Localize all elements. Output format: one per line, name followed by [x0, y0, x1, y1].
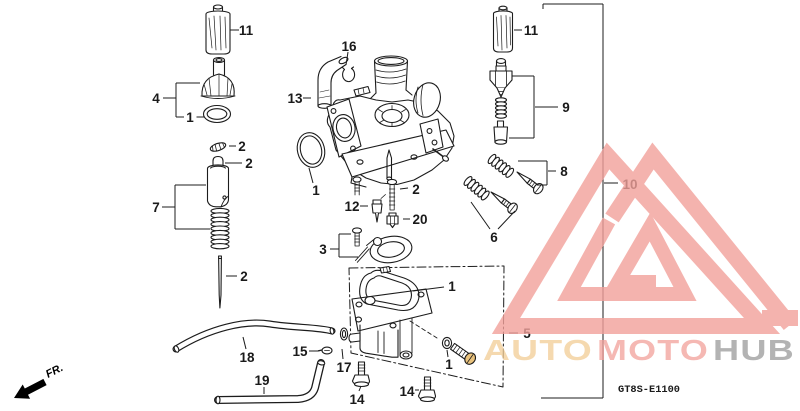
part-label-7: 7 [152, 200, 160, 215]
part-16-clip-drawing [341, 66, 356, 83]
part-3-pin-drawing [355, 246, 370, 263]
watermark: AUTO MOTO HUB [483, 142, 798, 367]
part-label-6: 6 [490, 230, 498, 245]
float-chamber-dashed-box [348, 265, 505, 388]
part-label-9: 9 [562, 100, 570, 115]
part-1-drain-washer-drawing [441, 336, 453, 350]
part-label-17: 17 [336, 360, 351, 375]
part-14-bolt-left-drawing [351, 361, 371, 388]
part-label-15: 15 [292, 344, 308, 359]
part-3-screw-drawing [351, 227, 363, 247]
fr-arrow-icon [14, 378, 47, 399]
brand-segment-moto: MOTO [597, 335, 709, 367]
diagram-code: GT8S-E1100 [618, 384, 680, 396]
part-label-11-right: 11 [524, 23, 539, 38]
part-label-18: 18 [239, 350, 255, 365]
part-2-screw-drawing [386, 178, 398, 211]
part-8-screw-drawing [516, 171, 544, 195]
part-label-11-left: 11 [239, 23, 254, 38]
part-label-14-right: 14 [399, 384, 415, 399]
part-label-2-seat: 2 [245, 156, 253, 171]
part-11-right-drawing [492, 5, 514, 53]
part-11-left-drawing [205, 4, 231, 55]
part-15-clamp-drawing [317, 346, 333, 355]
part-label-1-oring: 1 [312, 183, 320, 198]
part-1-left-oring-drawing [202, 104, 232, 124]
part-7-slide-drawing [206, 164, 230, 208]
watermark-brand-text: AUTO MOTO HUB [483, 335, 795, 367]
part-label-2-clip: 2 [238, 139, 246, 154]
carburetor-body-drawing [326, 55, 455, 196]
callout-lines [162, 3, 618, 399]
part-2-needle-drawing [218, 255, 222, 309]
part-8-spring-drawing [487, 153, 515, 178]
part-7-spring-drawing [210, 207, 230, 250]
float-drawing [366, 235, 413, 264]
part-label-1-washer: 1 [445, 357, 453, 372]
part-20-main-jet-drawing [386, 212, 399, 229]
part-label-2-screw: 2 [412, 182, 420, 197]
part-label-19: 19 [254, 373, 269, 388]
float-bowl-gasket-drawing [359, 265, 420, 312]
brand-segment-hub: HUB [713, 335, 795, 367]
part-19-hose-drawing [214, 359, 326, 405]
drain-detail-leader [409, 320, 438, 339]
part-label-8: 8 [560, 164, 568, 179]
part-18-hose-drawing [172, 319, 336, 353]
drain-screw-drawing [449, 342, 477, 365]
part-6-spring-drawing [463, 176, 490, 201]
part-label-13: 13 [287, 91, 303, 106]
part-label-3: 3 [319, 242, 327, 257]
part-label-1-left: 1 [186, 110, 194, 125]
part-1-center-oring-drawing [296, 132, 326, 168]
part-4-drawing [200, 56, 236, 99]
part-labels: 11 4 1 2 2 7 2 16 13 1 2 12 20 3 6 8 9 1… [152, 23, 637, 407]
fr-label: FR. [44, 362, 65, 381]
part-label-14-left: 14 [349, 392, 365, 407]
part-2-clip-drawing [209, 142, 227, 152]
part-17-clip-drawing [339, 327, 349, 341]
part-label-20: 20 [412, 212, 427, 227]
part-14-bolt-right-drawing [417, 376, 437, 403]
part-label-4: 4 [152, 91, 160, 106]
part-12-float-valve-drawing [371, 194, 386, 223]
part-label-12: 12 [344, 199, 359, 214]
part-6-screw-drawing [490, 191, 518, 214]
part-label-2-needle: 2 [240, 269, 248, 284]
part-label-16: 16 [341, 39, 357, 54]
brand-segment-auto: AUTO [483, 335, 593, 367]
float-bowl-drawing [348, 288, 433, 360]
part-label-1-gasket: 1 [448, 279, 456, 294]
fr-direction-arrow: FR. [14, 362, 65, 399]
part-9-stack-drawing [489, 58, 513, 145]
watermark-logo-icon [491, 142, 798, 334]
